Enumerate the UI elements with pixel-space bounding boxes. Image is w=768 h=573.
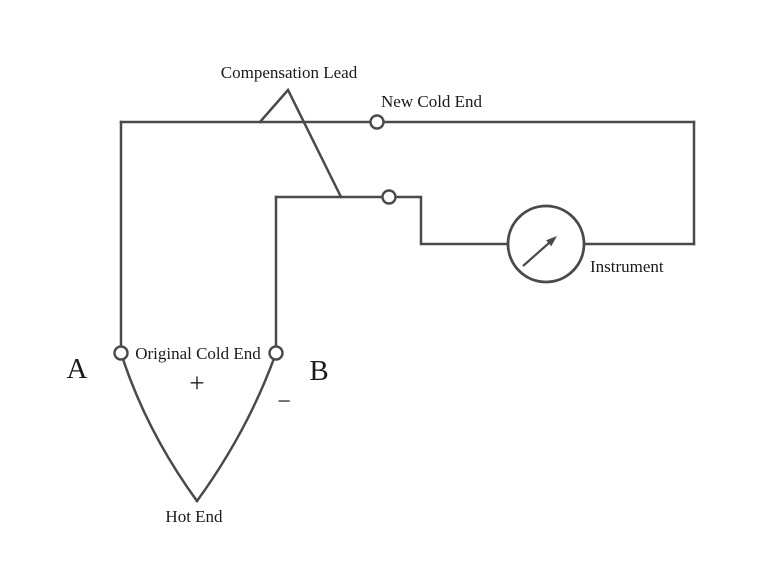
- polarity-minus-label: −: [277, 389, 291, 415]
- compensation-lead-label: Compensation Lead: [221, 63, 358, 82]
- polarity-plus-label: +: [189, 368, 204, 398]
- lower-junction-node: [381, 189, 397, 205]
- instrument-label: Instrument: [590, 257, 664, 276]
- compensation-lead-line: [258, 87, 343, 199]
- hot-end-label: Hot End: [165, 507, 223, 526]
- wire-b-label: B: [309, 355, 328, 387]
- instrument-needle-icon: [522, 236, 557, 267]
- needle-shaft: [522, 242, 550, 267]
- original-cold-end-node-b: [268, 345, 284, 361]
- original-cold-end-label: Original Cold End: [135, 344, 261, 363]
- wire-b-line: [195, 195, 278, 503]
- new-cold-end-node: [369, 114, 385, 130]
- lower-lead-line: [274, 195, 696, 246]
- instrument-dial: [506, 204, 586, 284]
- needle-arrowhead-icon: [546, 236, 557, 247]
- new-cold-end-label: New Cold End: [381, 92, 483, 111]
- original-cold-end-node-a: [113, 345, 129, 361]
- wire-a-label: A: [67, 353, 88, 385]
- wire-a-line: [119, 120, 199, 503]
